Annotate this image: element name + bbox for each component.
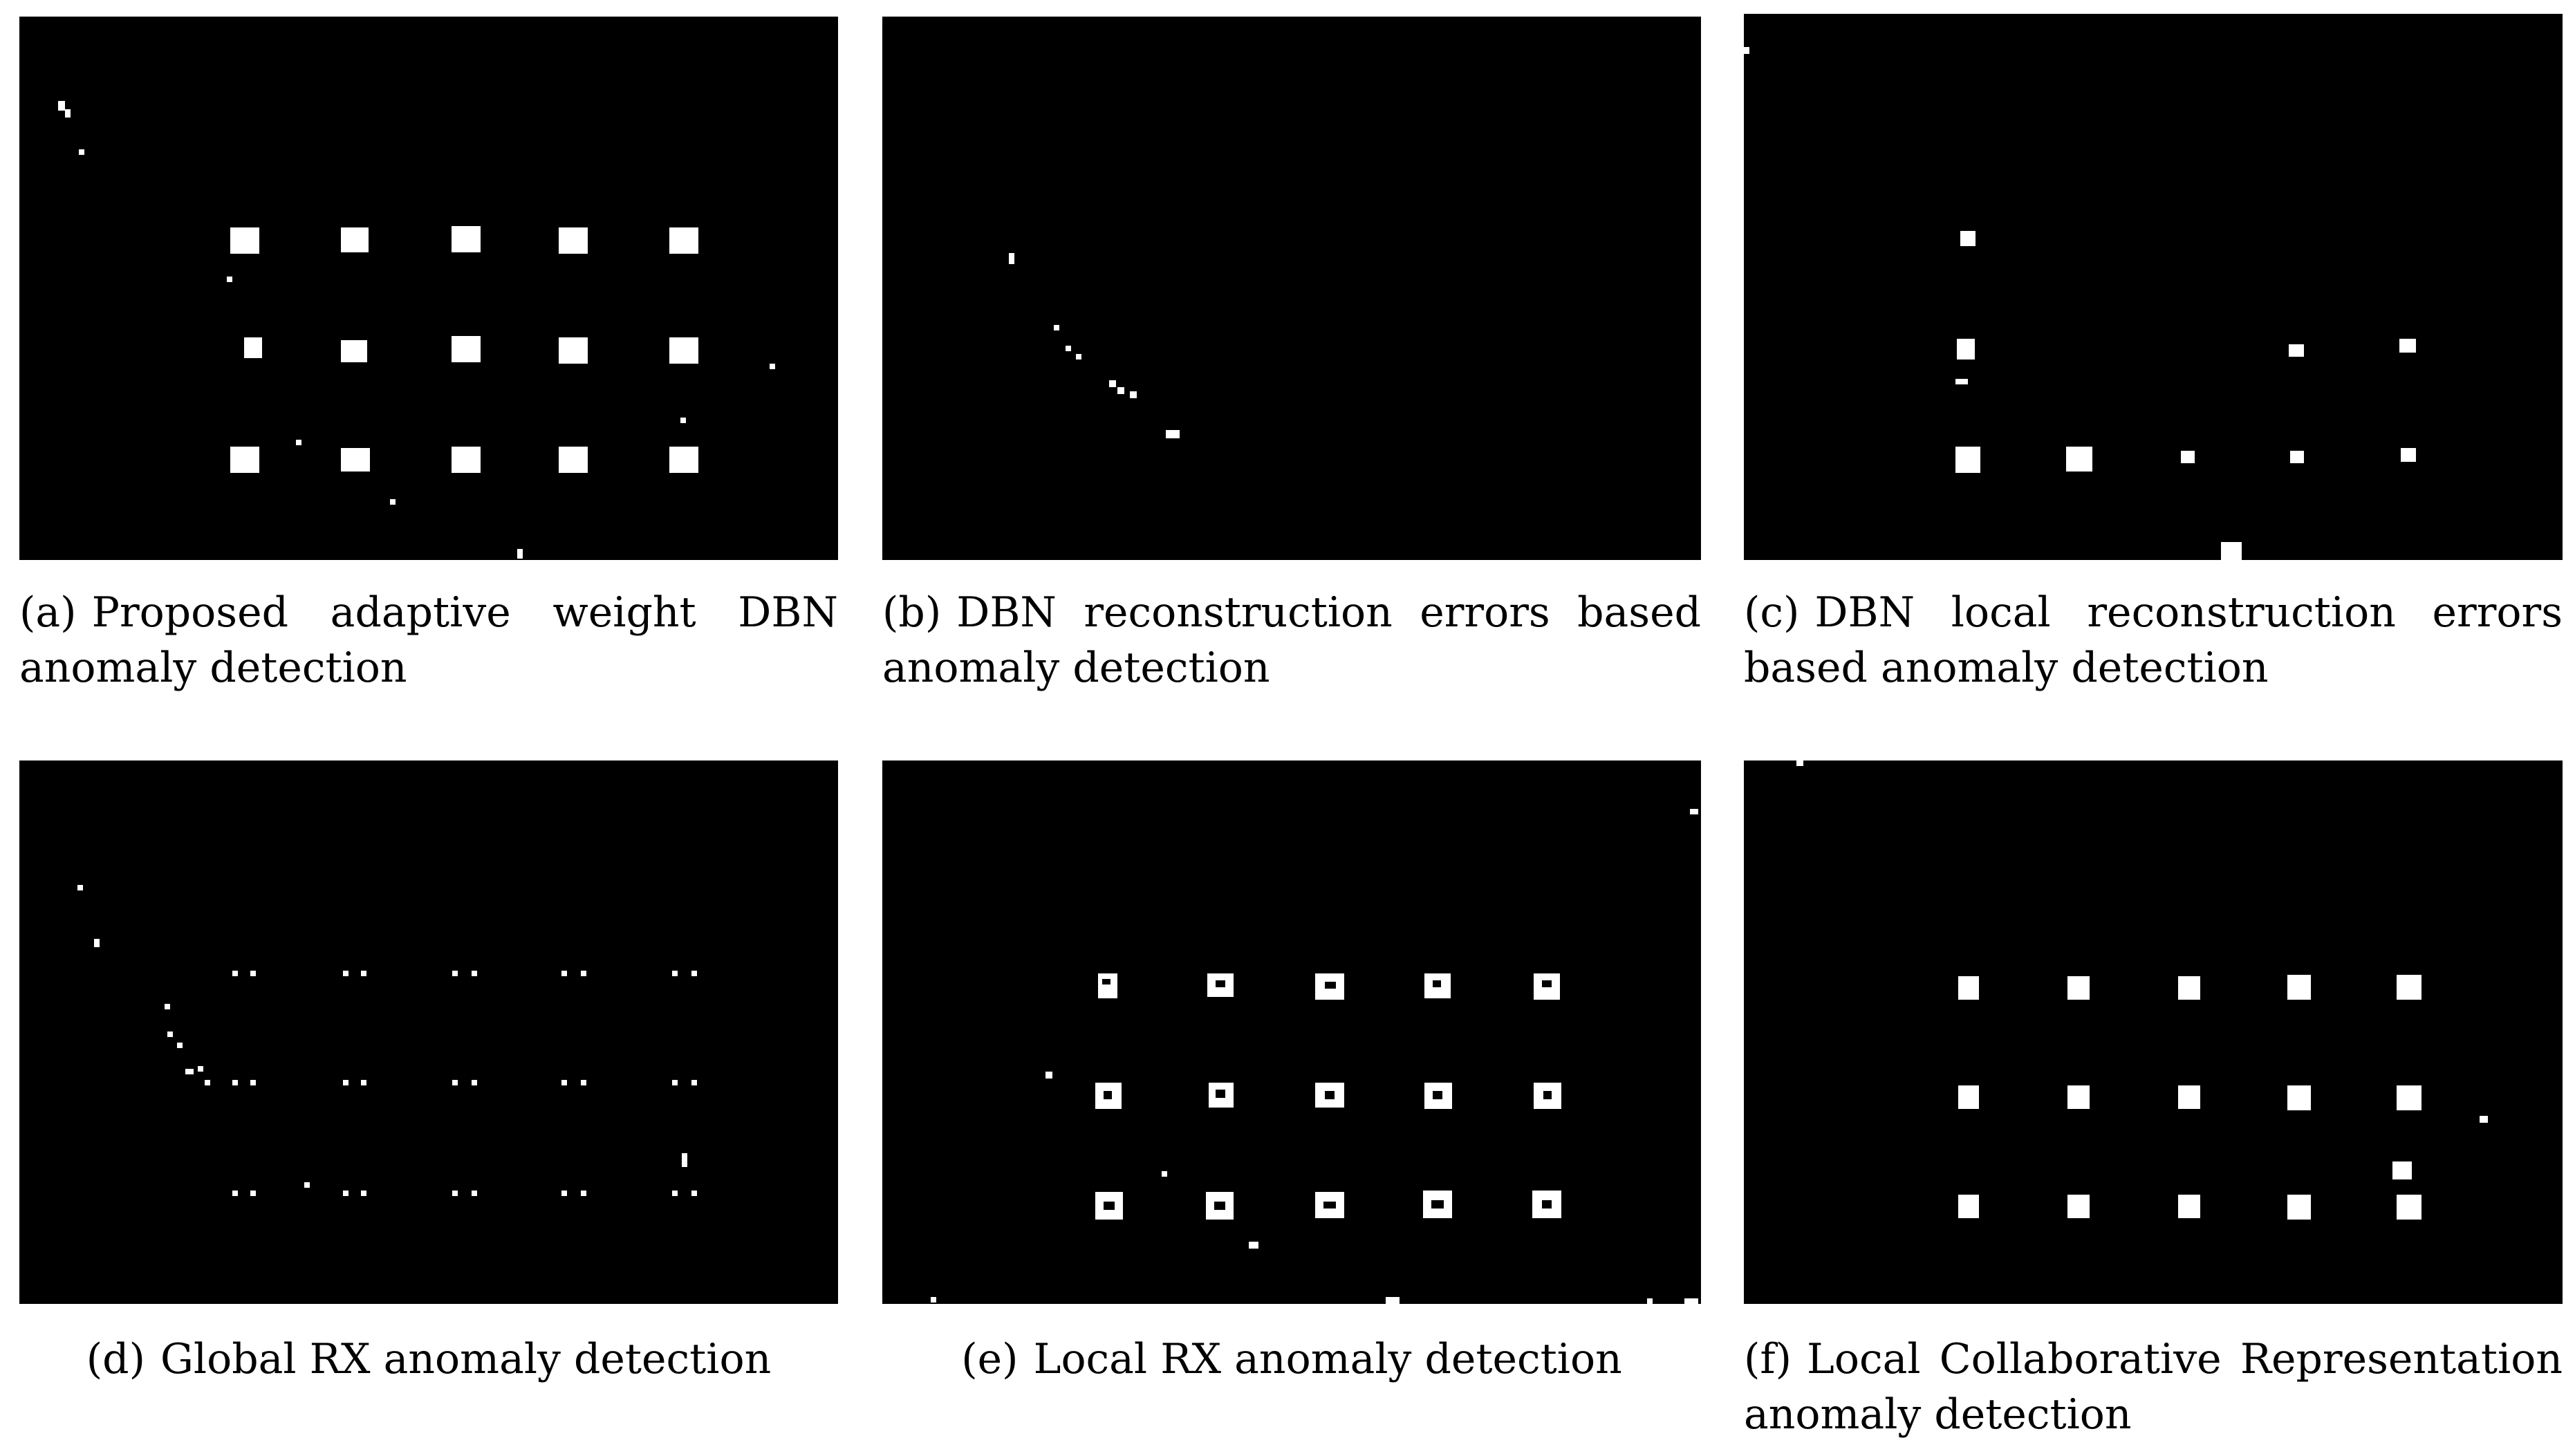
target-f-r2c5 [2397, 1085, 2421, 1110]
target-a-r1c2 [341, 227, 369, 252]
panel-b-caption: (b)DBN reconstruction errors based anoma… [882, 585, 1701, 696]
target-f-r3c1 [1958, 1195, 1979, 1218]
target-a-r2c4 [559, 337, 588, 364]
target-c-r1c1 [1960, 231, 1976, 246]
target-c-r2c5 [2399, 339, 2416, 353]
panel-d-image [19, 760, 838, 1304]
target-f-r1c4 [2287, 975, 2311, 1000]
target-a-r2c3 [452, 336, 481, 362]
target-f-r2c3 [2178, 1085, 2200, 1109]
panel-a-label: (a) [19, 588, 77, 637]
panel-b-caption-text: DBN reconstruction errors based anomaly … [882, 588, 1701, 692]
panel-c-label: (c) [1744, 588, 1800, 637]
panel-e-label: (e) [961, 1335, 1019, 1383]
panel-f-image [1744, 760, 2563, 1304]
target-a-r3c3 [452, 447, 481, 473]
target-c-r3c1 [1955, 447, 1980, 473]
panel-a-caption: (a)Proposed adaptive weight DBN anomaly … [19, 585, 838, 696]
panel-f-detection-map [1796, 760, 2488, 1220]
target-f-r1c3 [2178, 976, 2200, 1000]
target-c-r3c5 [2401, 448, 2416, 462]
target-f-r3c3 [2178, 1195, 2200, 1218]
panel-f-caption: (f)Local Collaborative Representation an… [1744, 1332, 2563, 1442]
target-a-r1c1 [230, 227, 259, 254]
target-f-r3c4 [2287, 1195, 2311, 1220]
target-a-r2c5 [669, 337, 698, 364]
target-a-r1c5 [669, 227, 698, 254]
target-f-r1c5 [2397, 975, 2421, 1000]
target-e-r1c1 [1098, 973, 1117, 998]
panel-b-detection-map [1009, 253, 1180, 438]
panel-f-label: (f) [1744, 1335, 1792, 1383]
target-f-r2c1 [1958, 1085, 1979, 1109]
panel-a-detection-map [58, 101, 775, 559]
target-a-r1c3 [452, 226, 481, 252]
panel-c-caption: (c)DBN local reconstruction errors based… [1744, 585, 2563, 696]
panel-c-image [1744, 14, 2563, 560]
target-c-r3c2 [2066, 447, 2092, 472]
target-a-r3c5 [669, 447, 698, 473]
panel-b-image [882, 17, 1701, 560]
panel-d-label: (d) [86, 1335, 145, 1383]
target-c-r2c4 [2289, 344, 2304, 357]
target-a-r2c1 [244, 337, 262, 358]
target-c-r2c1 [1957, 339, 1975, 360]
panel-e-image [882, 760, 1701, 1304]
target-a-r1c4 [559, 227, 588, 254]
target-a-r2c2 [341, 340, 367, 362]
target-c-r3c3 [2181, 451, 2195, 463]
panel-a-image [19, 17, 838, 560]
panel-f-caption-text: Local Collaborative Representation anoma… [1744, 1335, 2563, 1439]
target-f-r3c2 [2067, 1195, 2090, 1218]
target-f-r1c1 [1958, 976, 1979, 1000]
panel-d-caption: (d) Global RX anomaly detection [19, 1332, 838, 1387]
panel-e-caption-text: Local RX anomaly detection [1033, 1335, 1622, 1383]
panel-e-detection-map [931, 809, 1698, 1304]
target-c-r3c4 [2290, 451, 2304, 463]
panel-d-caption-text: Global RX anomaly detection [160, 1335, 772, 1383]
target-f-r2c2 [2067, 1085, 2090, 1109]
target-a-r3c4 [559, 447, 588, 473]
panel-c-detection-map [1744, 47, 2416, 560]
panel-a-caption-text: Proposed adaptive weight DBN anomaly det… [19, 588, 838, 692]
target-a-r3c1 [230, 447, 259, 473]
target-a-r3c2 [341, 448, 370, 472]
panel-b-label: (b) [882, 588, 942, 637]
panel-e-caption: (e) Local RX anomaly detection [882, 1332, 1701, 1387]
panel-d-detection-map [77, 885, 697, 1196]
panel-c-caption-text: DBN local reconstruction errors based an… [1744, 588, 2563, 692]
target-f-r2c4 [2287, 1085, 2311, 1110]
target-f-r1c2 [2067, 976, 2090, 1000]
target-f-r3c5 [2397, 1195, 2421, 1220]
